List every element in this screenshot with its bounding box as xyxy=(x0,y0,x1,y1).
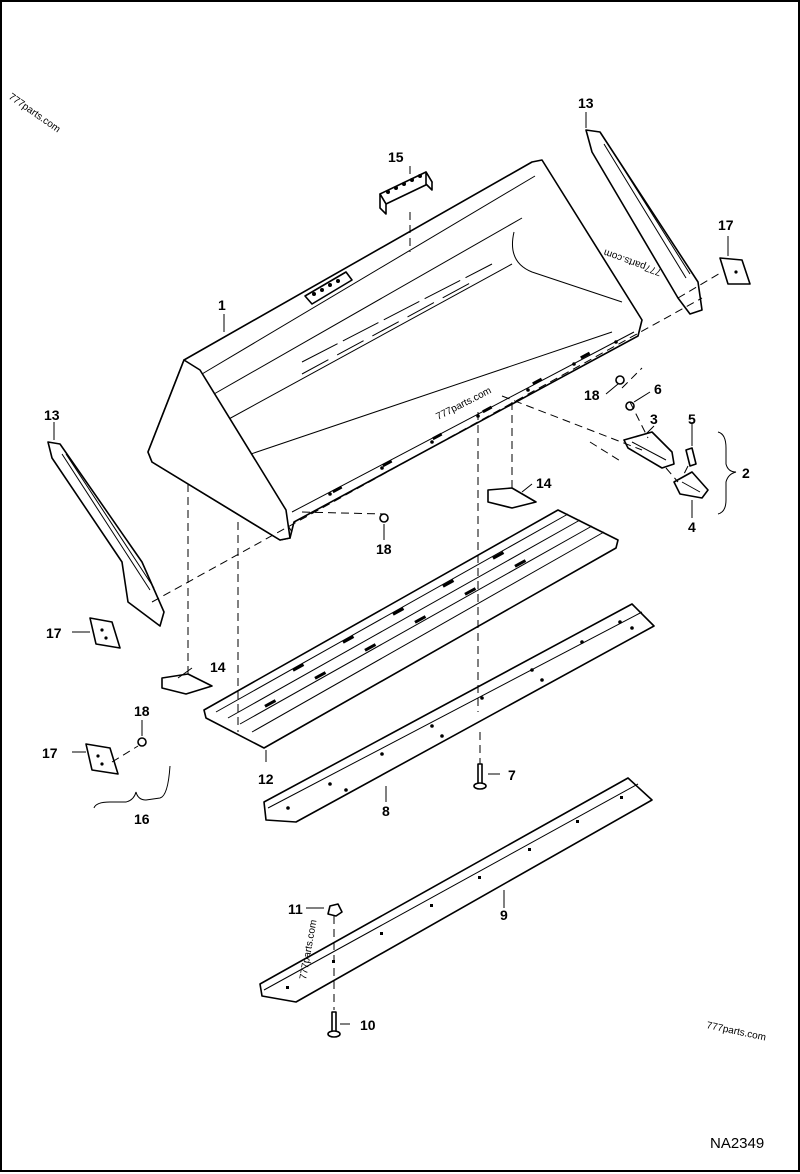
callout-7: 7 xyxy=(508,767,516,783)
callout-14-right: 14 xyxy=(536,475,552,491)
callout-labels: 1 2 3 4 5 6 7 8 9 10 11 12 13 13 14 14 1… xyxy=(42,95,750,1033)
pad-left xyxy=(161,673,213,695)
side-cutting-edge-right xyxy=(585,129,703,315)
nut-6 xyxy=(625,401,635,411)
tooth-adapter xyxy=(623,431,675,469)
callout-17-right: 17 xyxy=(718,217,734,233)
cutting-edge xyxy=(263,603,655,823)
bolt-7 xyxy=(473,763,487,790)
brace-16 xyxy=(93,765,171,809)
callout-17-left-lower: 17 xyxy=(42,745,58,761)
callout-18-left: 18 xyxy=(134,703,150,719)
callout-4: 4 xyxy=(688,519,696,535)
callout-14-left: 14 xyxy=(210,659,226,675)
bolt-10 xyxy=(327,1011,341,1038)
watermark-top-left: 777parts.com xyxy=(6,91,62,135)
tooth-pin xyxy=(685,447,697,467)
callout-3: 3 xyxy=(650,411,658,427)
pad-right xyxy=(487,487,537,509)
brace-2 xyxy=(717,431,737,515)
callout-8: 8 xyxy=(382,803,390,819)
callout-12: 12 xyxy=(258,771,274,787)
callout-13-right: 13 xyxy=(578,95,594,111)
bolt-18-left xyxy=(137,737,147,747)
nut-11 xyxy=(327,903,343,917)
callout-15: 15 xyxy=(388,149,404,165)
callout-13-left: 13 xyxy=(44,407,60,423)
callout-5: 5 xyxy=(688,411,696,427)
callout-18-right: 18 xyxy=(584,387,600,403)
side-cutting-edge-left xyxy=(47,441,165,627)
callout-6: 6 xyxy=(654,381,662,397)
bolt-18-right xyxy=(615,375,625,385)
callout-11: 11 xyxy=(288,901,303,917)
tooth xyxy=(673,471,709,499)
drawing-code: NA2349 xyxy=(710,1135,764,1152)
step-plate xyxy=(379,171,433,215)
bolt-18-center xyxy=(379,513,389,523)
wear-pad-right xyxy=(719,257,751,285)
bottom-wear-plate xyxy=(203,509,619,749)
callout-18-center: 18 xyxy=(376,541,392,557)
callout-9: 9 xyxy=(500,907,508,923)
callout-2: 2 xyxy=(742,465,750,481)
callout-10: 10 xyxy=(360,1017,376,1033)
callout-16: 16 xyxy=(134,811,150,827)
wear-pad-left-lower xyxy=(85,743,119,775)
bucket-body xyxy=(147,159,643,541)
leader-lines xyxy=(53,112,729,1025)
wear-pad-left-upper xyxy=(89,617,121,649)
assembly-lines xyxy=(111,212,723,1010)
callout-17-left-upper: 17 xyxy=(46,625,62,641)
bolt-on-edge xyxy=(259,777,653,1003)
watermark-bottom-right: 777parts.com xyxy=(705,1020,767,1043)
callout-1: 1 xyxy=(218,297,226,313)
